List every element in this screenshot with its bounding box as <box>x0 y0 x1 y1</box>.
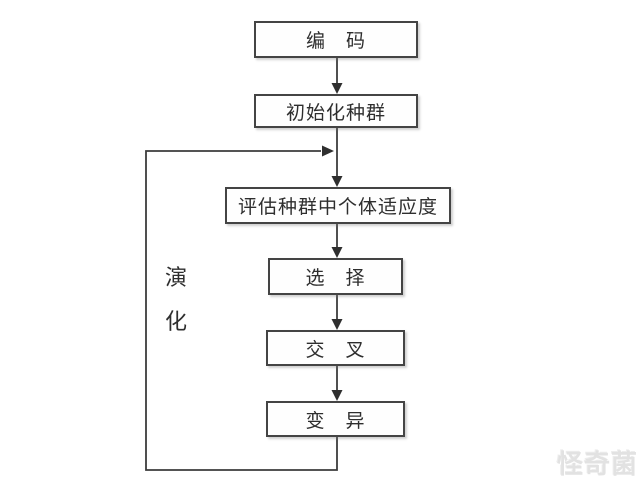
arrowhead-into-init <box>331 83 343 94</box>
loop-label-evolution: 演 化 <box>164 265 187 334</box>
arrowhead-into-evaluate <box>331 176 343 187</box>
arrowhead-into-mutation <box>331 390 343 401</box>
arrowhead-into-selection <box>331 247 343 258</box>
arrowhead-loop-junction <box>322 145 334 157</box>
flow-node-crossover: 交 叉 <box>266 330 405 366</box>
watermark-text: 怪奇菌 <box>557 449 639 479</box>
loop-back-line <box>145 150 338 471</box>
arrowhead-into-crossover <box>331 319 343 330</box>
flow-node-encoding: 编 码 <box>254 21 418 58</box>
flow-node-evaluate: 评估种群中个体适应度 <box>225 187 451 224</box>
flow-node-mutation: 变 异 <box>266 401 405 437</box>
flow-node-init: 初始化种群 <box>254 94 418 128</box>
flow-node-selection: 选 择 <box>268 258 403 295</box>
